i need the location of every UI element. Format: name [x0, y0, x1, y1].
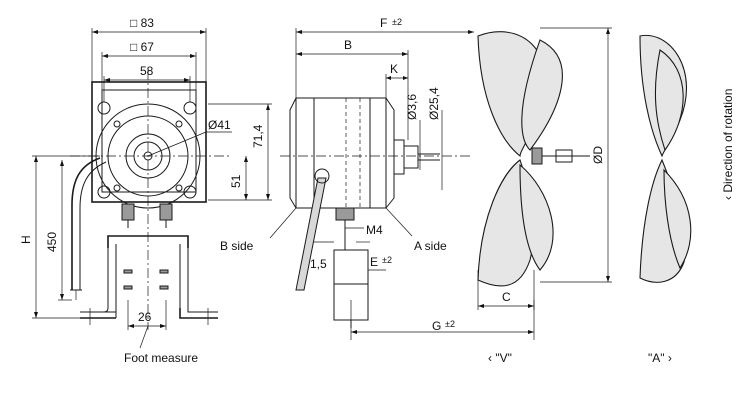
dim-dia-25-4: Ø25,4: [427, 87, 441, 120]
dim-F-tol: ±2: [392, 17, 402, 27]
dim-square-83: □ 83: [130, 16, 154, 30]
dim-26: 26: [138, 310, 152, 324]
dim-B: B: [344, 38, 352, 52]
b-side-label: B side: [220, 239, 254, 253]
dim-dia-3-6: Ø3,6: [405, 94, 419, 120]
front-view: □ 83 □ 67 58 Ø41 71,4 51 H: [19, 16, 272, 365]
mount-hole: [183, 101, 197, 115]
mount-hole: [97, 101, 111, 115]
dim-H: H: [19, 235, 33, 244]
inner-square: [101, 89, 197, 193]
cable: [71, 157, 101, 290]
dim-G-tol: ±2: [445, 319, 455, 329]
fan-view-v: ØD C ‹ "V": [477, 27, 612, 365]
fan-view-a: "A" ›: [639, 34, 692, 365]
outer-square: [91, 81, 207, 203]
dim-dia-D: ØD: [591, 146, 605, 164]
thread-m4: M4: [366, 223, 383, 237]
dim-G: G: [432, 319, 441, 333]
a-side-label: A side: [414, 239, 447, 253]
dim-450: 450: [45, 232, 59, 252]
dim-C: C: [502, 290, 511, 304]
dim-1-5: 1,5: [310, 257, 327, 271]
foot-measure-label: Foot measure: [124, 351, 198, 365]
view-v-label: ‹ "V": [488, 351, 512, 365]
foot-bracket: [107, 235, 189, 248]
dim-58: 58: [140, 64, 154, 78]
dim-71-4: 71,4: [251, 124, 265, 148]
capacitor: [333, 249, 369, 285]
dim-K: K: [390, 62, 398, 76]
dim-E-tol: ±2: [382, 255, 392, 265]
motor-housing: [295, 97, 387, 209]
dim-51: 51: [229, 174, 243, 188]
dim-F: F: [380, 16, 387, 30]
view-a-label: "A" ›: [648, 351, 672, 365]
dim-square-67: □ 67: [130, 40, 154, 54]
dim-dia-41: Ø41: [208, 118, 231, 132]
side-view: F ±2 B K Ø3,6 Ø25,4 B side A side M4 1,5…: [220, 16, 535, 340]
dim-E: E: [370, 255, 378, 269]
rotation-direction-label: ‹ Direction of rotation: [721, 89, 735, 200]
